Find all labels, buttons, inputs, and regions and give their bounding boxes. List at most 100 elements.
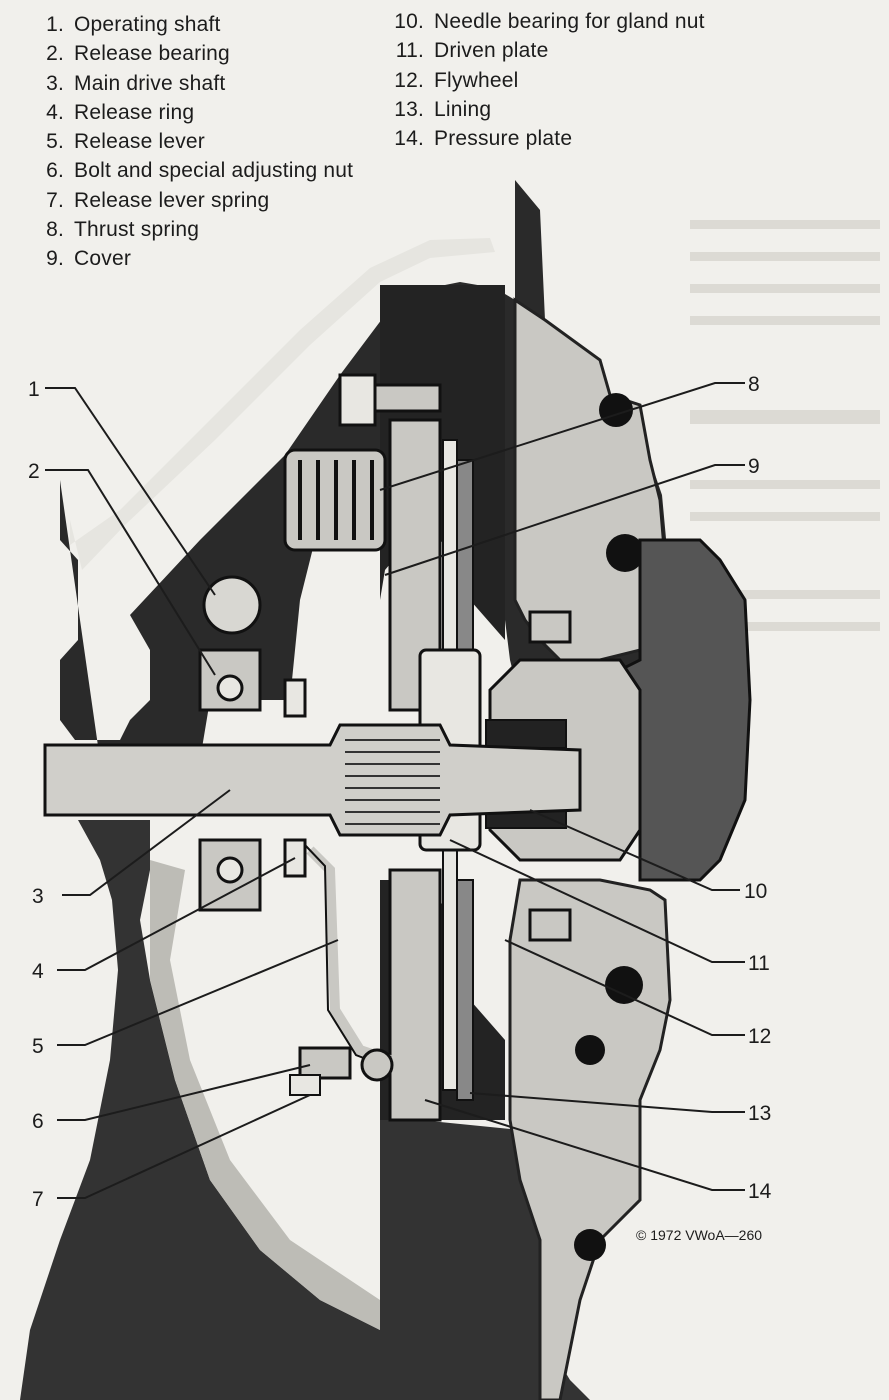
legend-right: 10. Needle bearing for gland nut 11. Drive… bbox=[390, 7, 705, 153]
housing-lower bbox=[20, 820, 590, 1400]
legend-number: 11. bbox=[395, 39, 424, 63]
legend-label: Release bearing bbox=[74, 42, 230, 66]
callout-1: 1 bbox=[28, 378, 40, 401]
adjusting-nut bbox=[360, 1048, 394, 1082]
oil-seal bbox=[528, 908, 572, 942]
pressure-plate bbox=[388, 868, 442, 1122]
legend-number: 10. bbox=[394, 10, 424, 33]
leader-11 bbox=[449, 839, 745, 963]
legend-item-10: 10. Needle bearing for gland nut bbox=[390, 7, 705, 36]
leader-3 bbox=[62, 789, 231, 896]
bolt-hole bbox=[605, 966, 643, 1004]
legend-label: Driven plate bbox=[434, 39, 549, 63]
leader-2 bbox=[45, 469, 216, 676]
leader-8 bbox=[379, 382, 745, 491]
release-lever bbox=[306, 846, 392, 1065]
legend-label: Release lever spring bbox=[74, 188, 270, 212]
legend-label: Release lever bbox=[74, 130, 205, 154]
callout-5: 5 bbox=[32, 1035, 44, 1058]
legend-item-9: 9. Cover bbox=[38, 244, 353, 273]
legend-label: Bolt and special adjusting nut bbox=[74, 159, 354, 183]
leader-1 bbox=[45, 387, 216, 596]
housing-lower-highlight bbox=[150, 860, 380, 1330]
oil-seal bbox=[528, 610, 572, 644]
callout-8: 8 bbox=[748, 373, 760, 396]
legend-item-14: 14. Pressure plate bbox=[390, 124, 705, 153]
legend-number: 8. bbox=[46, 218, 64, 242]
spring-coils bbox=[298, 460, 374, 540]
legend-label: Release ring bbox=[74, 100, 195, 124]
legend-label: Flywheel bbox=[434, 68, 519, 92]
legend-item-8: 8. Thrust spring bbox=[38, 215, 353, 244]
bolt-hole bbox=[574, 1229, 606, 1261]
callout-3: 3 bbox=[32, 885, 44, 908]
legend-item-3: 3. Main drive shaft bbox=[38, 69, 353, 98]
legend-label: Operating shaft bbox=[74, 13, 221, 36]
legend-label: Lining bbox=[434, 97, 492, 121]
release-lever-spring bbox=[289, 1074, 321, 1096]
legend-item-11: 11. Driven plate bbox=[390, 36, 705, 65]
legend-item-2: 2. Release bearing bbox=[38, 39, 353, 68]
housing-highlight bbox=[70, 238, 495, 570]
leader-6 bbox=[57, 1064, 311, 1121]
callout-2: 2 bbox=[28, 460, 40, 483]
bolt-hole bbox=[606, 534, 644, 572]
leader-13 bbox=[469, 1092, 745, 1113]
leader-9 bbox=[384, 464, 745, 576]
leader-5 bbox=[57, 939, 339, 1046]
callout-labels: 1 2 3 4 5 6 7 8 9 10 11 12 13 14 bbox=[28, 373, 772, 1211]
bolt-hole bbox=[599, 393, 633, 427]
main-drive-shaft bbox=[43, 723, 582, 837]
callout-7: 7 bbox=[32, 1188, 44, 1211]
leader-lines bbox=[45, 382, 745, 1199]
legend-label: Pressure plate bbox=[434, 127, 573, 151]
operating-shaft bbox=[202, 575, 262, 635]
legend-item-4: 4. Release ring bbox=[38, 98, 353, 127]
callout-4: 4 bbox=[32, 960, 44, 983]
legend-label: Needle bearing for gland nut bbox=[434, 10, 705, 33]
leader-10 bbox=[529, 809, 740, 891]
legend-number: 6. bbox=[46, 159, 64, 183]
callout-9: 9 bbox=[748, 455, 760, 478]
bearing-ball bbox=[216, 674, 244, 702]
legend-number: 12. bbox=[394, 68, 424, 92]
needle-bearing bbox=[485, 719, 567, 749]
clutch-bolt-head bbox=[338, 373, 377, 427]
show-through-background bbox=[690, 220, 880, 631]
legend-number: 7. bbox=[46, 188, 64, 212]
legend-number: 2. bbox=[46, 42, 64, 66]
legend-left: 1. Operating shaft 2. Release bearing 3. Ma… bbox=[38, 10, 353, 274]
bearing-ball bbox=[216, 856, 244, 884]
legend-number: 9. bbox=[46, 247, 64, 271]
legend-item-5: 5. Release lever bbox=[38, 127, 353, 156]
callout-6: 6 bbox=[32, 1110, 44, 1133]
legend-label: Cover bbox=[74, 247, 132, 271]
lining bbox=[456, 879, 474, 1101]
callout-11: 11 bbox=[748, 952, 770, 975]
legend-number: 13. bbox=[394, 97, 424, 121]
legend-item-12: 12. Flywheel bbox=[390, 66, 705, 95]
legend-label: Thrust spring bbox=[74, 218, 200, 242]
legend-number: 14. bbox=[394, 127, 424, 151]
legend-number: 3. bbox=[46, 71, 64, 95]
legend-number: 1. bbox=[46, 13, 64, 36]
legend-item-1: 1. Operating shaft bbox=[38, 10, 353, 39]
callout-12: 12 bbox=[748, 1025, 771, 1048]
shaft-splines bbox=[345, 739, 440, 825]
legend-item-13: 13. Lining bbox=[390, 95, 705, 124]
bolt-hole bbox=[575, 1035, 605, 1065]
legend-number: 4. bbox=[46, 100, 64, 124]
legend-item-7: 7. Release lever spring bbox=[38, 186, 353, 215]
callout-10: 10 bbox=[744, 880, 767, 903]
bolt bbox=[298, 1046, 352, 1080]
leader-14 bbox=[424, 1099, 745, 1191]
leader-7 bbox=[57, 1094, 311, 1199]
legend-label: Main drive shaft bbox=[74, 71, 226, 95]
leader-4 bbox=[57, 857, 296, 971]
legend-number: 5. bbox=[46, 130, 64, 154]
callout-13: 13 bbox=[748, 1102, 771, 1125]
callout-14: 14 bbox=[748, 1180, 772, 1203]
leader-12 bbox=[504, 939, 745, 1036]
release-ring bbox=[283, 678, 307, 718]
